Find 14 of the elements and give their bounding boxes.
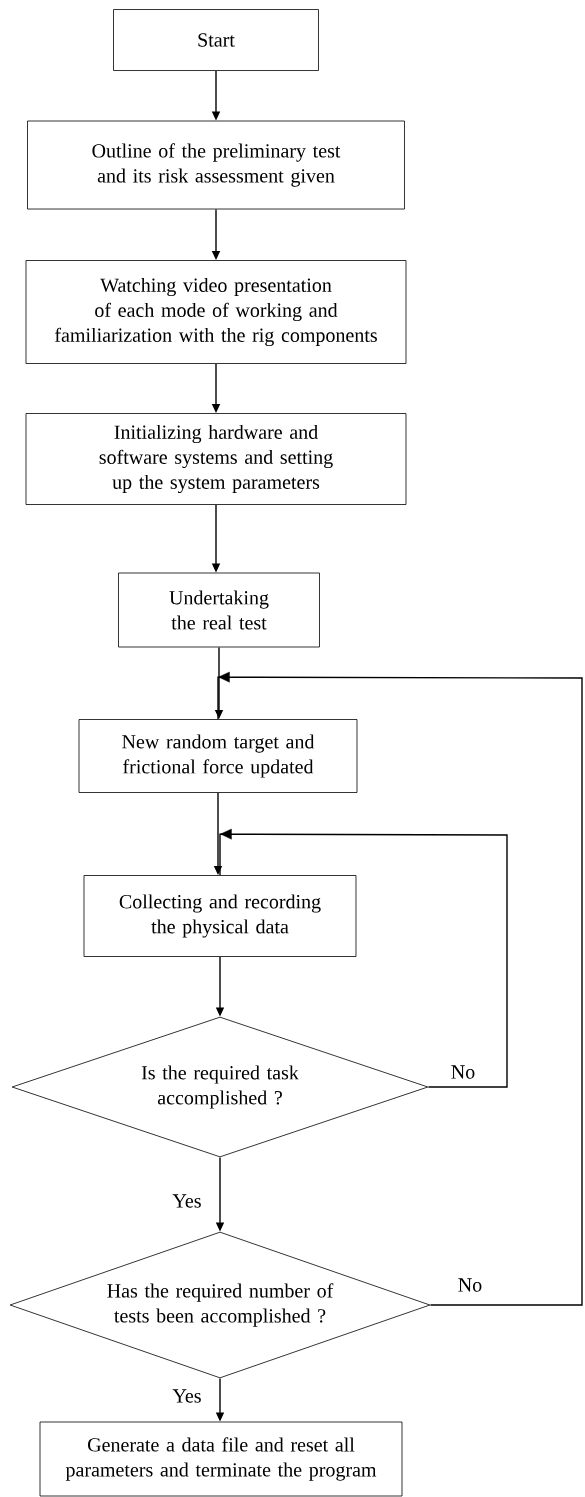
process-box: Outline of the preliminary test and its risk assessment given: [27, 120, 405, 210]
process-box: Initializing hardware and software systems and setting up the system parameters: [25, 413, 407, 505]
arrow: [217, 671, 583, 1306]
arrow: [219, 828, 508, 1088]
process-box: Generate a data file and reset all parameters and terminate the program: [39, 1421, 403, 1497]
edge-label: Yes: [172, 1389, 201, 1403]
edge-label: Yes: [172, 1194, 201, 1208]
process-box: New random target and frictional force updated: [78, 719, 358, 793]
process-box: Start: [113, 9, 319, 71]
process-box: Undertaking the real test: [118, 572, 320, 648]
process-box: Collecting and recording the physical data: [83, 875, 357, 957]
process-box: Watching video presentation of each mode of working and familiarization with the rig components: [25, 260, 407, 364]
edge-label: No: [451, 1065, 475, 1079]
edge-label: No: [458, 1278, 482, 1292]
